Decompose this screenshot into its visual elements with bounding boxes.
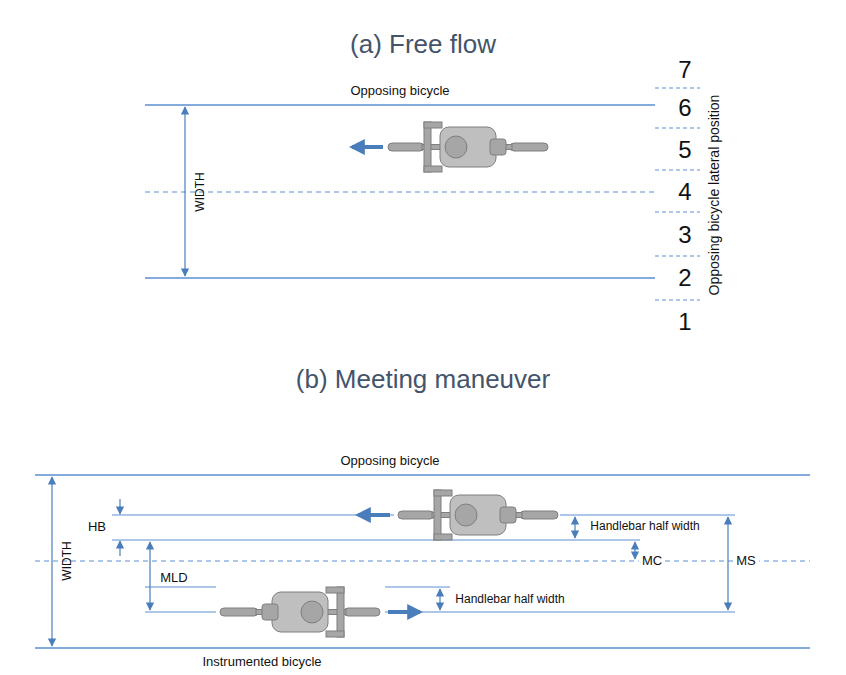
handlebar-dimension — [574, 517, 575, 538]
lane-label: Opposing bicycle — [351, 84, 450, 99]
opposing-bicycle-figure — [398, 490, 558, 540]
ms-dimension — [727, 517, 728, 610]
position-number: 1 — [678, 308, 691, 336]
lane-edge — [145, 277, 655, 279]
dimension-label: MS — [733, 554, 759, 569]
dimension-label: HB — [88, 520, 106, 535]
instrumented-bicycle-figure — [220, 587, 380, 637]
handlebar-dimension — [439, 589, 440, 610]
panel-title: (a) Free flow — [350, 30, 496, 60]
direction-arrow — [358, 513, 390, 517]
reference-lines — [112, 515, 735, 612]
lane-edge — [35, 474, 810, 476]
position-number: 6 — [678, 94, 691, 122]
free-flow-panel — [145, 88, 700, 300]
mld-dimension — [149, 542, 150, 610]
width-dimension — [184, 107, 185, 276]
meeting-panel — [35, 475, 810, 648]
direction-arrow — [388, 610, 420, 614]
position-number: 5 — [678, 136, 691, 164]
hb-dimension — [119, 541, 120, 556]
lane-label: Instrumented bicycle — [202, 655, 321, 670]
lane-label: Opposing bicycle — [341, 454, 440, 469]
dimension-label: MLD — [160, 571, 187, 586]
axis-label: Opposing bicycle lateral position — [706, 95, 722, 296]
dimension-label: MC — [639, 554, 665, 569]
panel-title: (b) Meeting maneuver — [296, 365, 550, 395]
dimension-label: Handlebar half width — [590, 520, 699, 534]
opposing-bicycle-figure — [388, 122, 548, 172]
direction-arrow — [352, 145, 383, 149]
lane-edge — [35, 647, 810, 649]
position-number: 7 — [678, 56, 691, 84]
mc-dimension — [634, 542, 635, 559]
position-number: 4 — [678, 178, 691, 206]
dimension-label: WIDTH — [61, 541, 75, 580]
hb-dimension — [119, 499, 120, 514]
dimension-label: WIDTH — [194, 172, 208, 211]
position-number: 3 — [678, 221, 691, 249]
position-dividers — [655, 88, 700, 300]
position-number: 2 — [678, 264, 691, 292]
lane-edge — [145, 104, 655, 106]
dimension-label: Handlebar half width — [455, 593, 564, 607]
center-line — [145, 191, 655, 192]
center-line — [35, 560, 810, 561]
width-dimension — [51, 477, 52, 646]
